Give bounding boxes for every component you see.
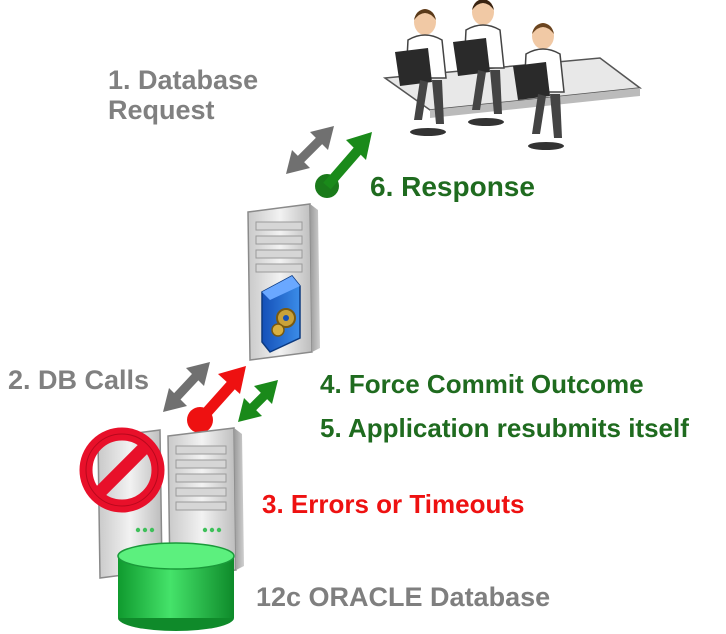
response-label: 6. Response (370, 171, 535, 202)
database-label: 12c ORACLE Database (256, 582, 551, 612)
resubmit-label: 5. Application resubmits itself (320, 413, 689, 443)
database-cylinder-icon (117, 542, 235, 631)
response-arrow (315, 132, 372, 198)
db-server-icon (97, 427, 244, 579)
force-commit-arrow (238, 380, 278, 422)
app-server-icon (247, 203, 320, 361)
db-calls-label: 2. DB Calls (8, 365, 150, 395)
call-center-users-icon (382, 0, 642, 150)
no-entry-icon (79, 427, 165, 513)
force-commit-label: 4. Force Commit Outcome (320, 369, 644, 399)
errors-label: 3. Errors or Timeouts (262, 489, 525, 519)
request-arrow (286, 126, 334, 174)
error-arrow (187, 366, 246, 433)
database-request-label: 1. Database Request (108, 65, 259, 125)
db-calls-arrow (163, 362, 210, 412)
